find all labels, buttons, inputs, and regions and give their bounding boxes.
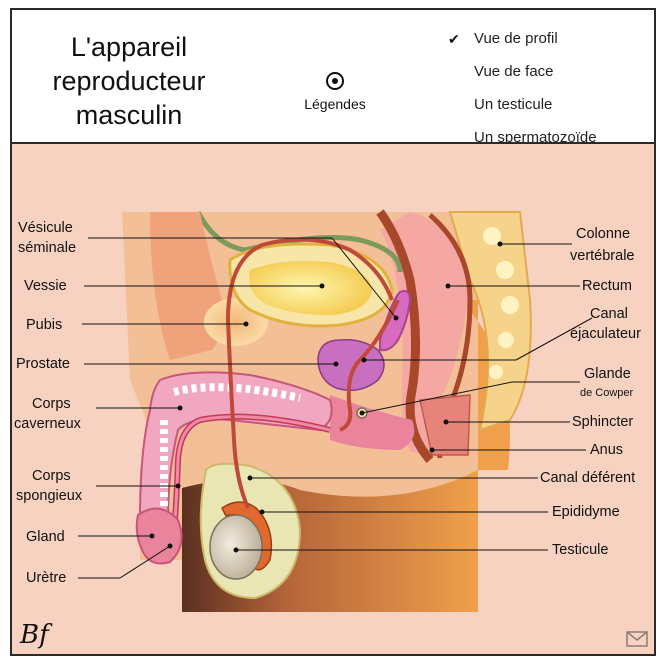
title-line-1: L'appareil bbox=[70, 32, 188, 62]
label-anus: Anus bbox=[590, 442, 623, 458]
header-panel: L'appareil reproducteur masculin Légende… bbox=[12, 10, 654, 146]
label-gland: Gland bbox=[26, 529, 65, 545]
page-title: L'appareil reproducteur masculin bbox=[24, 30, 234, 132]
label-epididyme: Epididyme bbox=[552, 504, 620, 520]
label-corps-spongieux-1: Corps bbox=[32, 468, 71, 484]
brand-logo: Bf bbox=[20, 620, 49, 650]
view-option-label: Un testicule bbox=[474, 96, 553, 113]
testicle-shape bbox=[209, 514, 263, 580]
envelope-icon[interactable] bbox=[626, 631, 648, 647]
label-canal-ejac-1: Canal bbox=[590, 306, 628, 322]
legend-toggle[interactable]: Légendes bbox=[290, 72, 380, 112]
label-colonne-2: vertébrale bbox=[570, 248, 634, 264]
view-option-testicle[interactable]: Un testicule bbox=[448, 94, 597, 127]
label-uretre: Urètre bbox=[26, 570, 66, 586]
seminal-vesicle bbox=[379, 290, 412, 352]
label-corps-caverneux-1: Corps bbox=[32, 396, 71, 412]
vas-deferens bbox=[225, 237, 394, 509]
bladder-shape bbox=[228, 242, 394, 328]
sphincter-shape bbox=[419, 394, 471, 456]
leader-dots bbox=[149, 241, 503, 553]
label-glande-cowper-2: de Cowper bbox=[580, 387, 634, 399]
label-canal-deferent: Canal déférent bbox=[540, 470, 635, 486]
label-corps-spongieux-2: spongieux bbox=[16, 488, 83, 504]
view-option-profile[interactable]: ✔ Vue de profil bbox=[448, 28, 597, 61]
title-line-3: masculin bbox=[75, 100, 183, 130]
label-prostate: Prostate bbox=[16, 356, 70, 372]
label-rectum: Rectum bbox=[582, 278, 632, 294]
spine-shape bbox=[448, 211, 532, 432]
ejaculatory-duct bbox=[339, 299, 400, 432]
view-option-front[interactable]: Vue de face bbox=[448, 61, 597, 94]
legend-toggle-label: Légendes bbox=[304, 96, 366, 112]
view-option-sperm[interactable]: Un spermatozoïde bbox=[448, 127, 597, 160]
label-vesicule-2: séminale bbox=[18, 240, 76, 256]
label-colonne-1: Colonne bbox=[576, 226, 630, 242]
title-line-2: reproducteur bbox=[52, 66, 206, 96]
label-sphincter: Sphincter bbox=[572, 414, 633, 430]
buttock-shape bbox=[460, 300, 510, 470]
label-pubis: Pubis bbox=[26, 317, 62, 333]
view-menu: ✔ Vue de profil Vue de face Un testicule… bbox=[448, 28, 597, 160]
label-vessie: Vessie bbox=[24, 278, 67, 294]
label-vesicule-1: Vésicule bbox=[18, 220, 73, 236]
label-corps-caverneux-2: caverneux bbox=[14, 416, 82, 432]
view-option-label: Un spermatozoïde bbox=[474, 129, 597, 146]
checkmark-icon: ✔ bbox=[448, 31, 460, 47]
radio-selected-icon[interactable] bbox=[326, 72, 344, 90]
view-option-label: Vue de face bbox=[474, 63, 554, 80]
label-canal-ejac-2: éjaculateur bbox=[570, 326, 641, 342]
label-testicule: Testicule bbox=[552, 542, 608, 558]
label-glande-cowper-1: Glande bbox=[584, 366, 631, 382]
leader-lines bbox=[78, 237, 593, 579]
penis-shape bbox=[135, 371, 333, 565]
view-option-label: Vue de profil bbox=[474, 30, 558, 47]
